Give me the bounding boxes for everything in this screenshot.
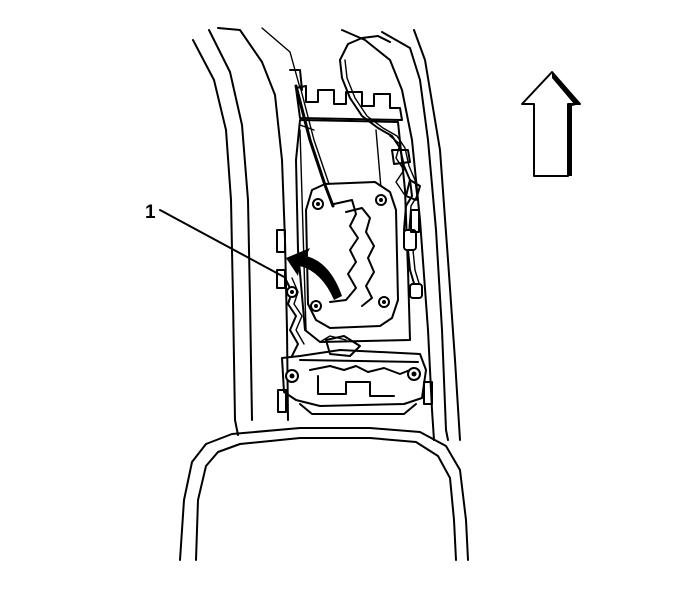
- lower-bracket: [281, 335, 427, 415]
- up-arrow-icon: [521, 71, 581, 177]
- callout-1: 1: [145, 202, 287, 279]
- console-left-wall: [192, 27, 301, 436]
- left-wiring: [285, 277, 305, 357]
- console-right-wall: [341, 29, 461, 441]
- curved-arrow-icon: [286, 248, 342, 300]
- callout-1-label: 1: [145, 202, 156, 223]
- left-retaining-clips: [276, 209, 433, 413]
- armrest-lid: [179, 427, 469, 561]
- plate-screws: [310, 194, 390, 312]
- shift-gate-plate: [299, 124, 399, 329]
- shifter-bezel-top: [289, 69, 403, 121]
- shifter-cable: [294, 84, 335, 208]
